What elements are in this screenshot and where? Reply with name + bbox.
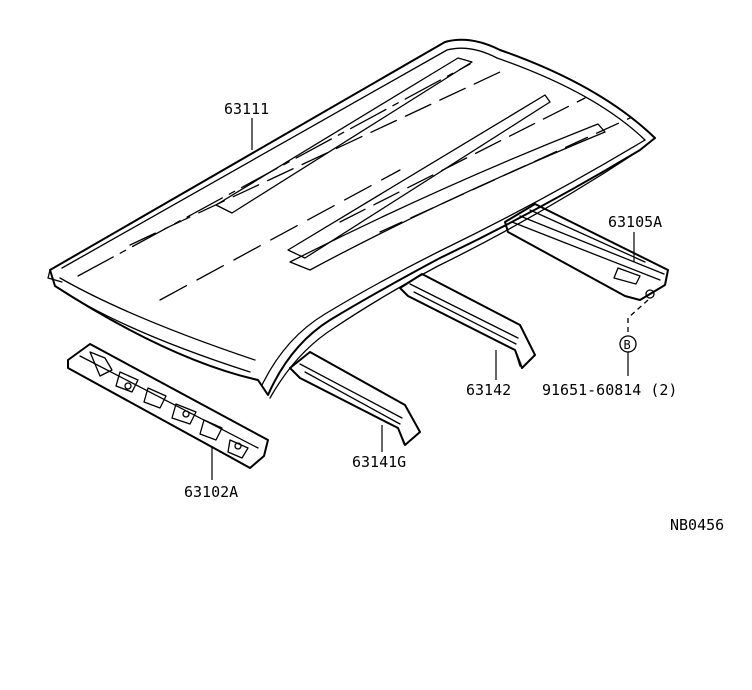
roof-bow-front	[289, 351, 421, 446]
label-front-header: 63102A	[184, 483, 238, 501]
rear-header-panel	[504, 203, 669, 301]
callout-b-letter: B	[624, 338, 631, 352]
label-roof-bow-rear: 63142	[466, 381, 511, 399]
label-diagram-code: NB0456	[670, 516, 724, 534]
callout-b-circle	[619, 335, 637, 353]
label-rear-header: 63105A	[608, 213, 662, 231]
label-bolt: 91651-60814 (2)	[542, 381, 677, 399]
label-roof-panel: 63111	[224, 100, 269, 118]
roof-panel	[47, 38, 656, 399]
front-header-panel	[67, 343, 269, 469]
label-roof-bow-front: 63141G	[352, 453, 406, 471]
roof-bow-rear	[399, 273, 536, 369]
leader-lines	[211, 118, 649, 480]
